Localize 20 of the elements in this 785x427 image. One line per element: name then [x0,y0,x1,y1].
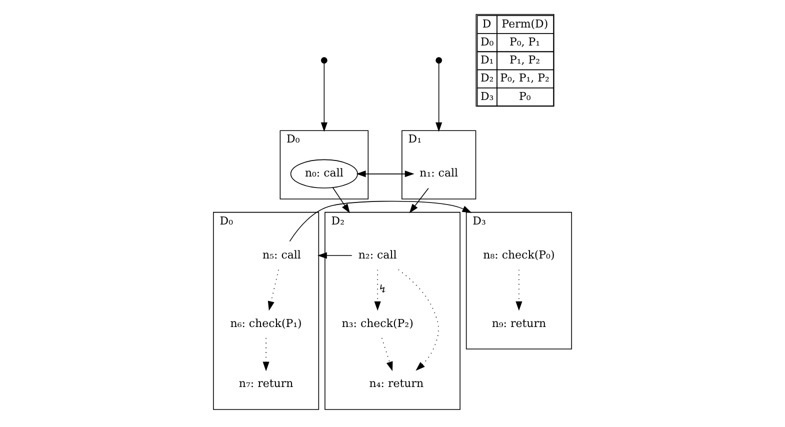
node-text: n₅: call [262,248,301,262]
label: P₀, P₁, P₂ [500,72,550,85]
node-text: n₂: call [358,248,397,262]
label: D₂ [480,72,494,85]
label: P₀, P₁ [510,36,540,49]
node-text: n₈: check(P₀) [483,248,555,262]
edge-label: ↯ [378,282,388,296]
label: D₀ [480,36,494,49]
node-text: n₇: return [238,377,294,390]
label: D₃ [480,90,494,103]
label: Perm(D) [502,18,548,31]
label: P₀ [518,90,531,103]
node-text: n₃: check(P₂) [342,316,414,330]
node-text: n₆: check(P₁) [230,316,302,330]
node-text: n₄: return [369,377,424,390]
node-text: n₁: call [420,166,458,180]
label: D [482,18,492,31]
node-text: n₉: return [492,316,546,330]
label: P₁, P₂ [510,54,540,67]
label: D₁ [480,54,494,67]
